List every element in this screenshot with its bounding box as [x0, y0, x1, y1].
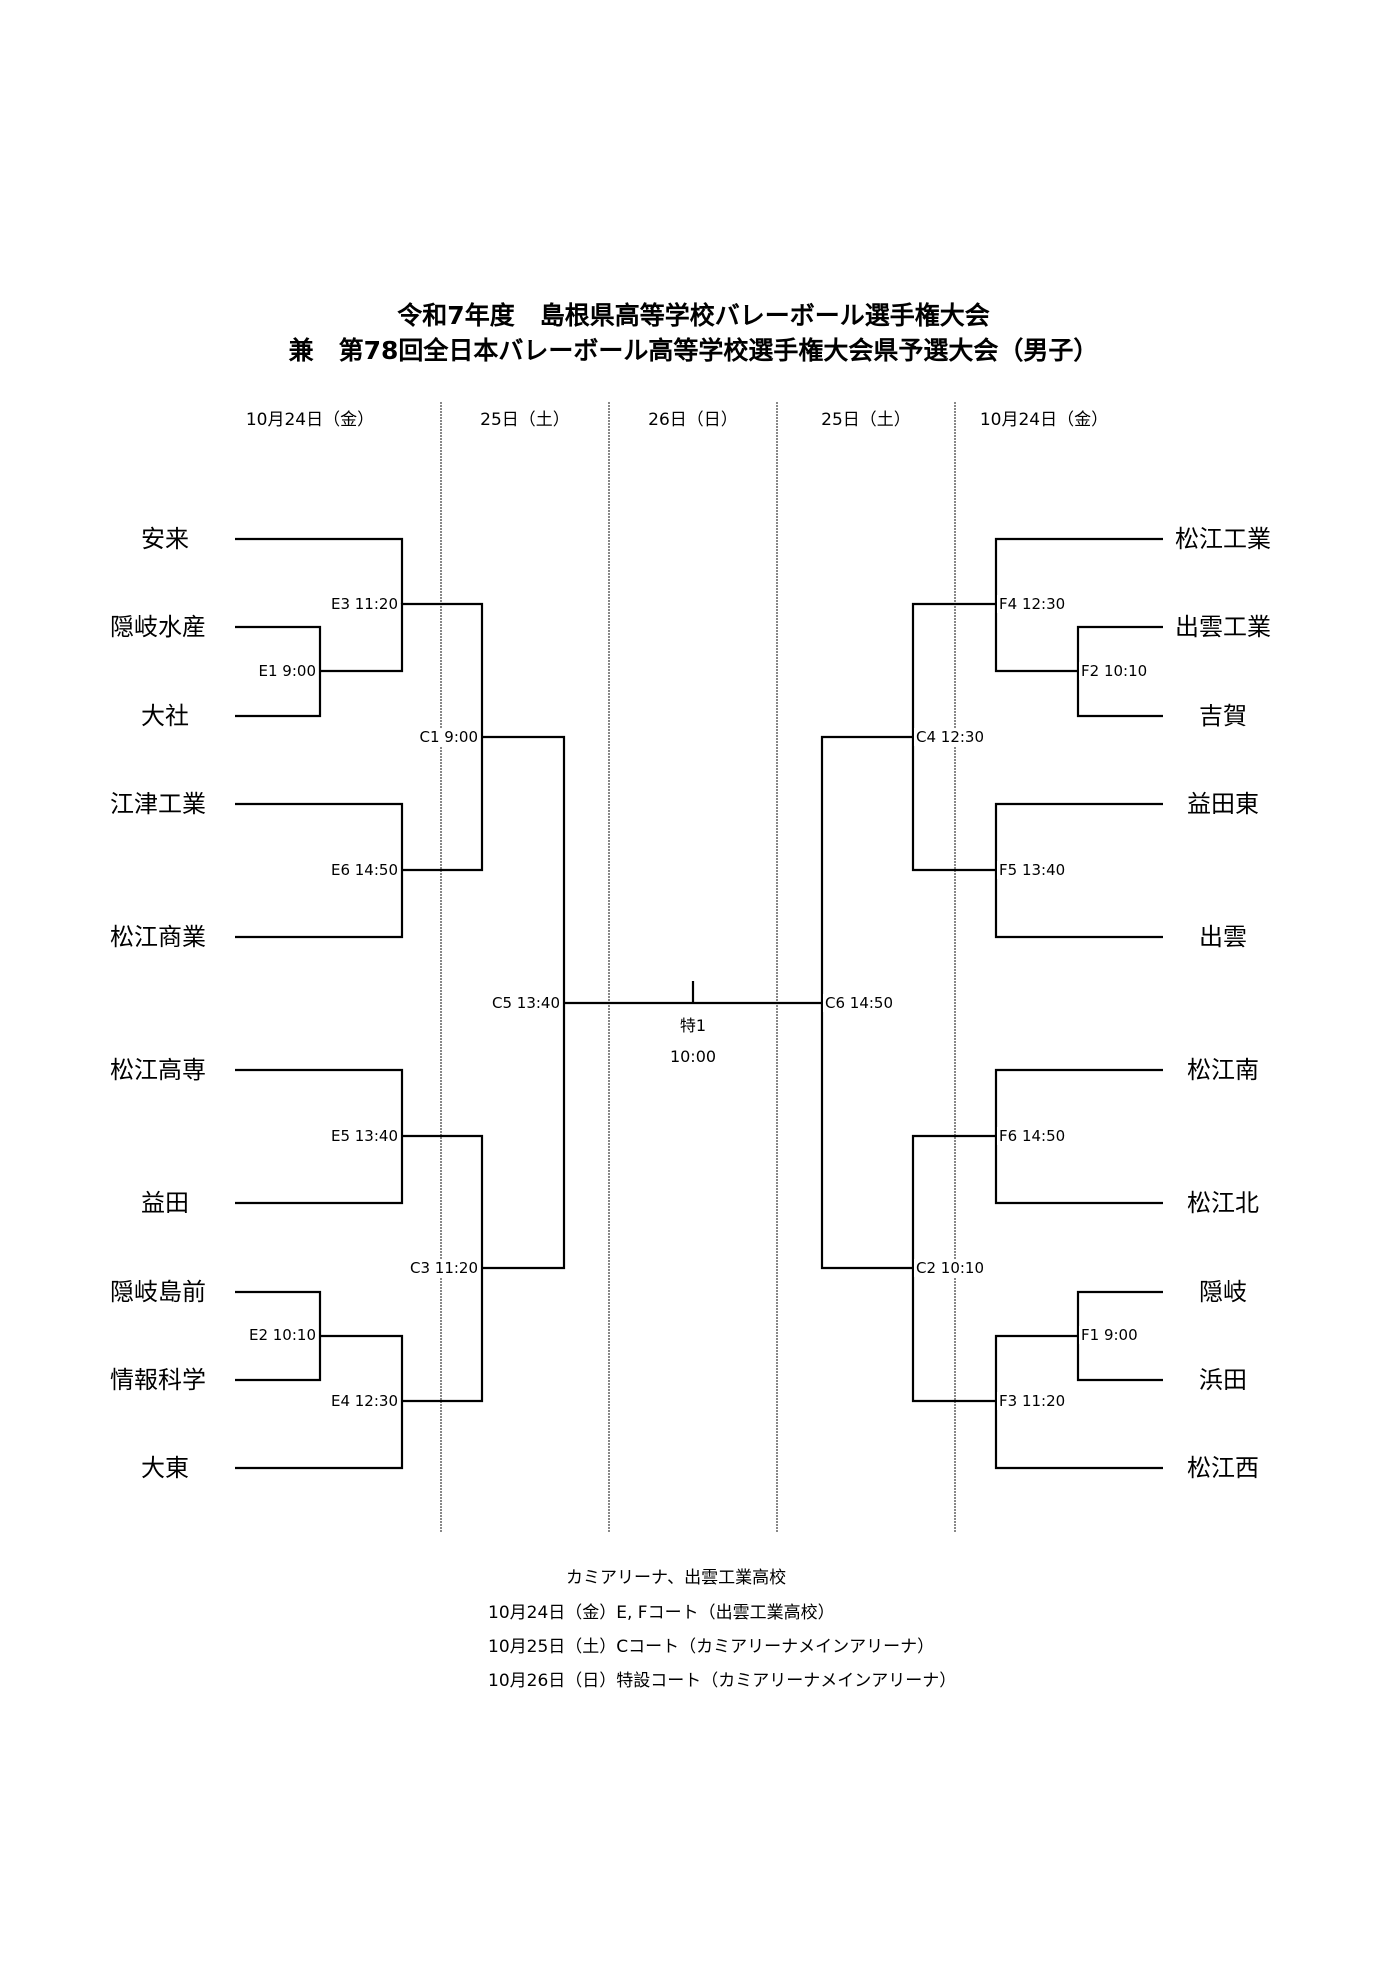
team-left-8: 隠岐島前	[110, 1278, 206, 1306]
final-match-label: 特1	[679, 1016, 707, 1035]
team-right-1: 松江工業	[1175, 525, 1271, 553]
connector-f2	[1076, 625, 1163, 718]
final-match-time: 10:00	[669, 1047, 717, 1066]
schedule-note-day1: 10月24日（金）E, Fコート（出雲工業高校）	[488, 1603, 835, 1623]
team-left-4: 江津工業	[110, 790, 206, 818]
team-left-10: 大東	[141, 1454, 189, 1482]
day-dividers	[440, 402, 956, 1533]
match-label-e4: E4 12:30	[328, 1392, 400, 1410]
team-right-9: 浜田	[1199, 1366, 1247, 1394]
team-left-3: 大社	[141, 702, 189, 730]
connector-f3	[994, 1334, 1163, 1470]
tournament-subtitle: 兼 第78回全日本バレーボール高等学校選手権大会県予選大会（男子）	[288, 336, 1099, 365]
team-right-3: 吉賀	[1199, 702, 1247, 730]
match-label-c1: C1 9:00	[417, 728, 480, 746]
team-right-2: 出雲工業	[1175, 613, 1271, 641]
match-label-c5: C5 13:40	[489, 994, 562, 1012]
team-left-1: 安来	[141, 525, 189, 553]
connector-c6	[820, 735, 913, 1270]
match-label-f6: F6 14:50	[997, 1127, 1068, 1145]
team-left-9: 情報科学	[110, 1366, 206, 1394]
venue-note: カミアリーナ、出雲工業高校	[566, 1568, 787, 1588]
team-left-7: 益田	[141, 1189, 189, 1217]
team-right-10: 松江西	[1187, 1454, 1259, 1482]
schedule-note-day3: 10月26日（日）特設コート（カミアリーナメインアリーナ）	[488, 1671, 957, 1691]
team-left-2: 隠岐水産	[110, 613, 206, 641]
match-label-e2: E2 10:10	[246, 1326, 318, 1344]
connector-f5	[994, 802, 1163, 939]
team-right-8: 隠岐	[1199, 1278, 1247, 1306]
match-label-f3: F3 11:20	[997, 1392, 1068, 1410]
team-right-5: 出雲	[1199, 923, 1247, 951]
tournament-title: 令和7年度 島根県高等学校バレーボール選手権大会	[397, 301, 990, 330]
connector-e4	[235, 1334, 404, 1470]
match-label-c3: C3 11:20	[407, 1259, 480, 1277]
match-label-e5: E5 13:40	[328, 1127, 400, 1145]
connector-e3-c1	[320, 602, 484, 737]
schedule-note-day2: 10月25日（土）Cコート（カミアリーナメインアリーナ）	[488, 1637, 935, 1657]
team-right-6: 松江南	[1187, 1056, 1259, 1084]
team-left-6: 松江高専	[110, 1056, 206, 1084]
match-label-e1: E1 9:00	[256, 662, 318, 680]
connector-c2	[911, 1134, 996, 1403]
team-right-7: 松江北	[1187, 1189, 1259, 1217]
match-label-f5: F5 13:40	[997, 861, 1068, 879]
team-left-5: 松江商業	[110, 923, 206, 951]
connector-e6-c1	[402, 737, 484, 872]
team-right-4: 益田東	[1187, 790, 1259, 818]
connector-e5-c3	[402, 1134, 484, 1403]
day-header-left-day1: 10月24日（金）	[245, 410, 375, 430]
match-label-e6: E6 14:50	[328, 861, 400, 879]
match-label-f1: F1 9:00	[1079, 1326, 1140, 1344]
day-header-left-day2: 25日（土）	[480, 410, 570, 430]
bracket-connectors	[235, 537, 1163, 1470]
connector-e3-top	[235, 537, 404, 604]
match-label-c6: C6 14:50	[823, 994, 896, 1012]
day-header-final-day: 26日（日）	[648, 410, 738, 430]
match-label-c2: C2 10:10	[914, 1259, 987, 1277]
match-label-f2: F2 10:10	[1079, 662, 1150, 680]
match-label-e3: E3 11:20	[328, 595, 400, 613]
match-label-c4: C4 12:30	[914, 728, 987, 746]
day-header-right-day2: 25日（土）	[821, 410, 911, 430]
day-header-right-day1: 10月24日（金）	[979, 410, 1109, 430]
match-label-f4: F4 12:30	[997, 595, 1068, 613]
